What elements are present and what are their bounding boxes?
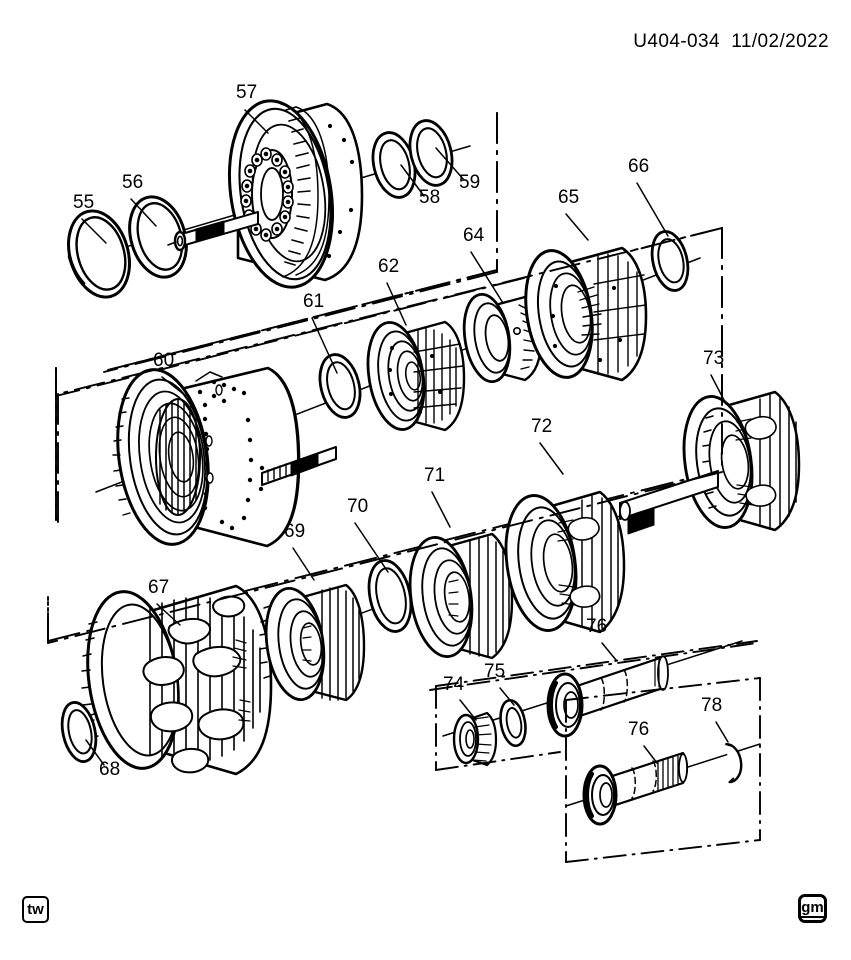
part-70-thrust-race: [367, 559, 413, 633]
part-66-thrust-washer: [650, 230, 690, 292]
part-60-shaft: [261, 446, 337, 486]
tw-stamp-label: tw: [27, 901, 44, 918]
part-75-thrust-washer: [499, 698, 527, 748]
callout-71: 71: [424, 465, 445, 486]
callout-73: 73: [703, 348, 724, 369]
boundary-group-e: [565, 677, 761, 863]
callout-57: 57: [236, 82, 257, 103]
part-62-clutch-pack: [366, 320, 466, 432]
callout-67: 67: [148, 577, 169, 598]
callout-leaders: [81, 109, 729, 766]
part-73-shaft: [619, 470, 719, 535]
callout-75: 75: [484, 661, 505, 682]
callout-60: 60: [153, 350, 174, 371]
callout-62: 62: [378, 256, 399, 277]
part-61-thrust-race: [318, 353, 362, 419]
part-59-thrust-washer: [408, 119, 454, 187]
boundary-group-d: [435, 640, 758, 771]
callout-72: 72: [531, 416, 552, 437]
part-68-thrust-washer: [60, 701, 98, 763]
gm-logo-label: gm: [801, 898, 824, 918]
boundary-group-a: [103, 112, 498, 373]
part-69-sun-gear: [259, 583, 366, 702]
callout-55: 55: [73, 192, 94, 213]
callout-66: 66: [628, 156, 649, 177]
part-67-planetary-carrier: [81, 584, 273, 776]
part-76-output-shaft-alternate: [582, 751, 689, 826]
part-78-snap-ring: [725, 742, 743, 784]
callout-74: 74: [443, 674, 465, 695]
callout-76-alternate: 76: [628, 719, 649, 740]
part-71-ring-gear: [408, 532, 514, 660]
boundary-group-b: [47, 227, 723, 644]
callout-61: 61: [303, 291, 324, 312]
part-57-torque-converter: [227, 99, 364, 289]
part-76-output-shaft: [546, 655, 669, 738]
part-56-seal-ring: [128, 195, 188, 279]
part-58-thrust-washer: [371, 131, 417, 199]
part-57-input-shaft: [167, 211, 259, 252]
part-55-seal-ring: [67, 209, 131, 299]
part-72-planetary-gear-set: [504, 490, 626, 634]
callout-56: 56: [122, 172, 143, 193]
callout-76: 76: [586, 616, 607, 637]
part-74-drive-gear: [452, 711, 498, 767]
tw-stamp-box: tw: [22, 896, 49, 923]
part-65-clutch-drum: [524, 246, 648, 382]
callout-78: 78: [701, 695, 722, 716]
callout-58: 58: [419, 187, 440, 208]
callout-69: 69: [284, 521, 305, 542]
callout-59: 59: [459, 172, 480, 193]
callout-70: 70: [347, 496, 368, 517]
callout-65: 65: [558, 187, 579, 208]
ring-gear-teeth: [284, 106, 330, 276]
callout-68: 68: [99, 759, 120, 780]
drawing-code-and-date: U404-034 11/02/2022: [633, 31, 829, 52]
callout-numbers: 55 56 57 58 59 60 61 62 64 65 66 67 68 6…: [73, 82, 724, 780]
gm-logo-box: gm: [798, 894, 827, 923]
callout-64: 64: [463, 225, 485, 246]
part-60-clutch-housing: [112, 366, 301, 548]
part-73-output-planetary: [682, 390, 801, 532]
